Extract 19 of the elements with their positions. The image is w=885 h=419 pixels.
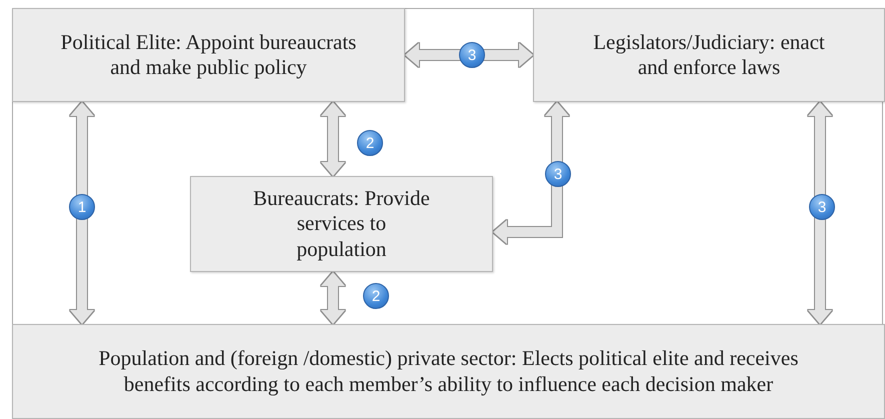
double-arrow	[321, 102, 345, 176]
box-text: Population and (foreign /domestic) private sector: Elects political elite and receives benefits according to each member’s ability to influence each decision maker	[98, 346, 800, 397]
step-badge: 3	[459, 42, 485, 68]
box-text: Political Elite: Appoint bureaucrats and make public policy	[60, 30, 358, 80]
text-box	[12, 324, 885, 419]
text-box	[190, 176, 493, 272]
double-arrow	[493, 102, 569, 244]
step-badge: 2	[363, 283, 389, 309]
double-arrow	[808, 102, 832, 324]
text-box	[533, 8, 885, 102]
text-box	[12, 8, 405, 102]
step-badge: 3	[545, 161, 571, 187]
box-text: Legislators/Judiciary: enact and enforce laws	[592, 30, 826, 80]
step-badge: 1	[69, 194, 95, 220]
box-text: Bureaucrats: Provide services to population	[252, 186, 431, 262]
double-arrow	[321, 272, 345, 324]
step-badge: 3	[809, 194, 835, 220]
double-arrow	[70, 102, 94, 324]
step-badge: 2	[357, 130, 383, 156]
